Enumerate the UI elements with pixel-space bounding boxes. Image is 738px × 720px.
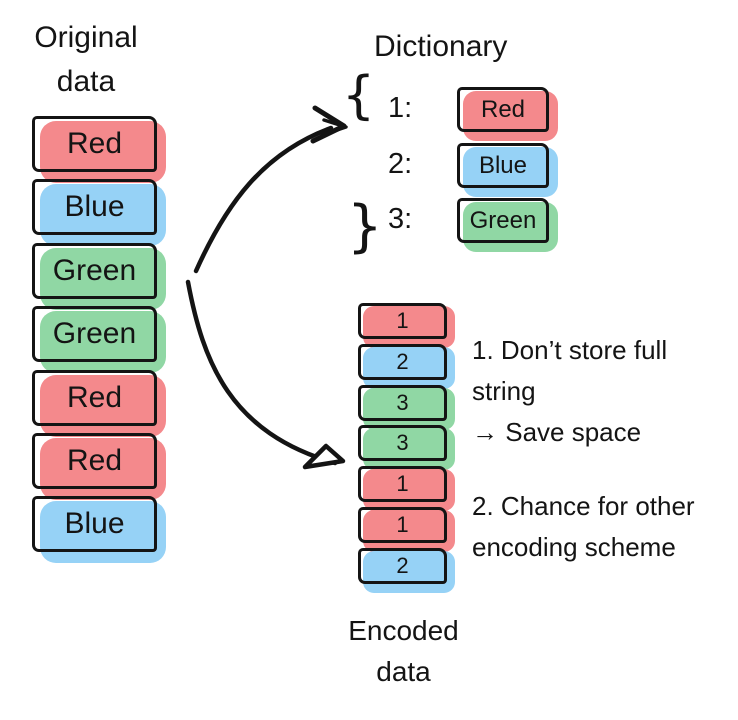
box-label: 1: [396, 308, 409, 333]
curly-brace-open: {: [342, 66, 376, 126]
box-label: Blue: [64, 507, 125, 540]
original-data-title: Original data: [16, 16, 156, 104]
box-fill-green: [363, 388, 455, 430]
note-other-encoding: 2. Chance for other encoding scheme: [472, 486, 695, 568]
box-outline: [32, 179, 157, 235]
encoded-data-box: 3: [358, 385, 455, 430]
box-label: Red: [66, 127, 123, 160]
arrow-to-encoded: [185, 279, 338, 466]
box-label: 2: [396, 349, 409, 374]
arrow-to-encoded-head-icon: [302, 443, 346, 470]
box-outline: [358, 344, 447, 380]
box-label: Blue: [478, 151, 528, 179]
note-line: 1. Don’t store full: [472, 335, 668, 365]
note-line: encoding scheme: [472, 532, 676, 562]
box-fill-green: [40, 311, 166, 373]
encoded-data-box: 2: [358, 548, 455, 593]
box-label: 3: [396, 430, 409, 455]
box-fill-blue: [40, 184, 166, 246]
box-outline: [358, 303, 447, 339]
curly-brace-close: }: [347, 194, 383, 259]
original-data-box: Blue: [32, 496, 166, 563]
box-fill-red: [463, 91, 558, 141]
dictionary-key: 3:: [388, 203, 413, 235]
box-outline: [32, 116, 157, 172]
box-outline: [358, 466, 447, 502]
box-outline: [358, 385, 447, 421]
box-label: Red: [480, 95, 526, 123]
box-label: Green: [52, 317, 137, 350]
box-fill-blue: [40, 501, 166, 563]
note-line: string: [472, 376, 536, 406]
box-fill-blue: [363, 347, 455, 389]
box-outline: [32, 243, 157, 299]
box-fill-green: [363, 428, 455, 470]
box-fill-red: [40, 438, 166, 500]
box-outline: [32, 306, 157, 362]
box-label: 1: [396, 471, 409, 496]
box-fill-red: [363, 469, 455, 511]
encoded-data-box: 1: [358, 507, 455, 552]
box-outline: [457, 87, 549, 132]
box-fill-blue: [463, 147, 558, 197]
box-label: Green: [52, 254, 137, 287]
box-outline: [32, 496, 157, 552]
box-outline: [32, 433, 157, 489]
box-label: 1: [396, 512, 409, 537]
dictionary-key: 2:: [388, 148, 413, 180]
box-outline: [457, 143, 549, 188]
arrow-to-dictionary-head-icon: [310, 105, 347, 144]
original-title-line1: Original: [34, 21, 138, 54]
box-fill-red: [40, 375, 166, 437]
encoded-title-line1: Encoded: [348, 615, 459, 646]
box-outline: [358, 425, 447, 461]
encoded-data-box: 1: [358, 466, 455, 511]
encoded-data-box: 1: [358, 303, 455, 348]
note-line: → Save space: [472, 417, 642, 447]
dictionary-value-box: Green: [457, 198, 558, 252]
box-outline: [457, 198, 549, 243]
encoded-data-box: 2: [358, 344, 455, 389]
arrow-to-dictionary: [193, 125, 334, 274]
original-data-box: Red: [32, 370, 166, 437]
original-data-box: Blue: [32, 179, 166, 246]
box-label: Blue: [64, 190, 125, 223]
encoded-data-title: Encoded data: [326, 610, 481, 692]
box-outline: [32, 370, 157, 426]
original-data-box: Red: [32, 116, 166, 183]
dictionary-title: Dictionary: [374, 30, 508, 63]
box-fill-red: [363, 510, 455, 552]
original-title-line2: data: [56, 65, 116, 98]
original-data-box: Green: [32, 243, 166, 310]
note-line: 2. Chance for other: [472, 491, 695, 521]
encoded-data-box: 3: [358, 425, 455, 470]
box-fill-green: [40, 248, 166, 310]
box-fill-blue: [363, 551, 455, 593]
original-data-box: Green: [32, 306, 166, 373]
box-fill-red: [363, 306, 455, 348]
box-label: 2: [396, 553, 409, 578]
box-label: Red: [66, 381, 123, 414]
original-data-box: Red: [32, 433, 166, 500]
box-outline: [358, 507, 447, 543]
box-label: Green: [469, 206, 537, 234]
dictionary-value-box: Red: [457, 87, 558, 141]
box-label: 3: [396, 390, 409, 415]
box-fill-red: [40, 121, 166, 183]
box-outline: [358, 548, 447, 584]
box-label: Red: [66, 444, 123, 477]
note-save-space: 1. Don’t store full string → Save space: [472, 330, 667, 453]
encoded-title-line2: data: [376, 656, 431, 687]
dictionary-key: 1:: [388, 92, 413, 124]
box-fill-green: [463, 202, 558, 252]
dictionary-value-box: Blue: [457, 143, 558, 197]
